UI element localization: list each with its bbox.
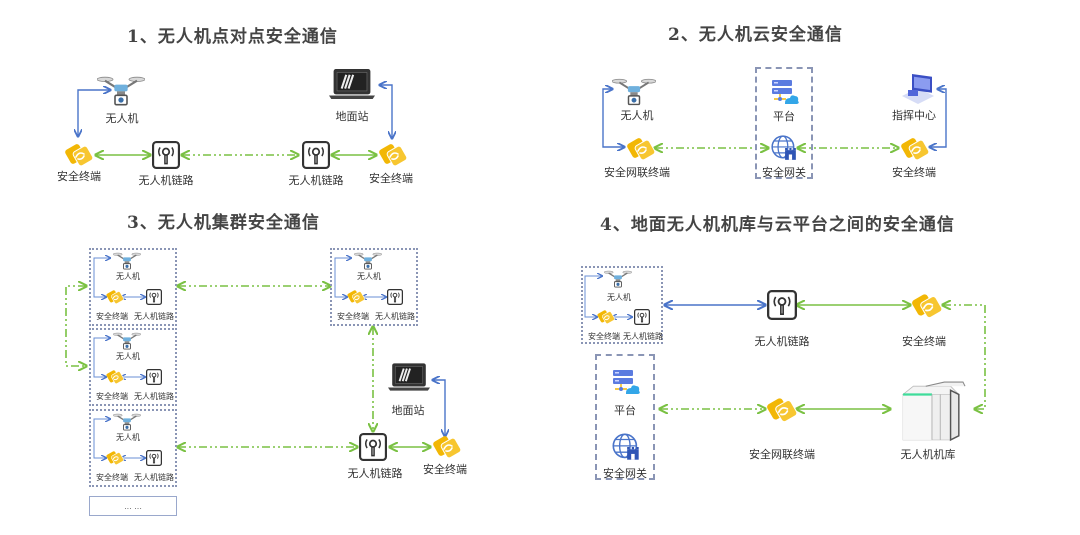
more-units-label: ... ... bbox=[124, 502, 142, 511]
terminal-label: 安全终端 bbox=[588, 332, 620, 341]
terminal-label: 安全终端 bbox=[423, 463, 467, 476]
unit-connectors bbox=[93, 252, 170, 312]
security-terminal-icon bbox=[626, 136, 656, 162]
drone-label: 无人机 bbox=[105, 112, 139, 125]
platform-server-icon bbox=[612, 369, 641, 395]
terminal-label: 安全终端 bbox=[96, 392, 128, 401]
drone-link-icon bbox=[152, 141, 180, 169]
terminal-label: 安全终端 bbox=[337, 312, 369, 321]
security-terminal-icon bbox=[597, 309, 615, 325]
terminal-label: 安全终端 bbox=[892, 166, 936, 179]
cloud-group-box bbox=[595, 354, 655, 480]
panel-title: 1、无人机点对点安全通信 bbox=[127, 27, 338, 47]
drone-link-icon bbox=[302, 141, 330, 169]
panel-title: 2、无人机云安全通信 bbox=[668, 25, 843, 45]
security-terminal-icon bbox=[766, 396, 798, 424]
p3-green-dash-left-loop bbox=[65, 286, 86, 366]
security-gateway-icon bbox=[612, 433, 640, 461]
p2-blue-arrow-right bbox=[930, 89, 947, 147]
drone-hangar-icon bbox=[901, 380, 967, 442]
p3-blue-arrow bbox=[433, 380, 445, 436]
link-label: 无人机链路 bbox=[754, 335, 810, 348]
security-gateway-icon bbox=[771, 135, 797, 161]
hangar-label: 无人机机库 bbox=[900, 448, 956, 461]
platform-label: 平台 bbox=[773, 110, 795, 123]
drone-icon bbox=[612, 78, 656, 106]
drone-label: 无人机 bbox=[116, 352, 140, 361]
network-terminal-label: 安全网联终端 bbox=[749, 448, 815, 461]
drone-label: 无人机 bbox=[116, 272, 140, 281]
laptop-icon bbox=[329, 68, 375, 100]
terminal-label: 安全终端 bbox=[96, 473, 128, 482]
security-terminal-icon bbox=[900, 136, 930, 162]
command-center-icon bbox=[902, 73, 934, 104]
gateway-label: 安全网关 bbox=[603, 467, 647, 480]
terminal-label: 安全终端 bbox=[96, 312, 128, 321]
security-terminal-icon bbox=[347, 289, 365, 305]
p1-blue-arrow-left bbox=[78, 90, 110, 136]
p2-blue-arrow-left bbox=[602, 89, 624, 147]
unit-connectors bbox=[93, 413, 170, 473]
link-label: 无人机链路 bbox=[134, 473, 174, 482]
link-label: 无人机链路 bbox=[623, 332, 663, 341]
security-terminal-icon bbox=[911, 292, 943, 320]
platform-label: 平台 bbox=[614, 404, 636, 417]
link-label: 无人机链路 bbox=[138, 174, 194, 187]
laptop-icon bbox=[388, 362, 430, 392]
security-terminal-icon bbox=[432, 434, 462, 460]
link-label: 无人机链路 bbox=[134, 392, 174, 401]
command-center-label: 指挥中心 bbox=[892, 109, 936, 122]
drone-label: 无人机 bbox=[620, 109, 654, 122]
p4-green-dash-right-loop bbox=[943, 305, 986, 409]
terminal-label: 安全终端 bbox=[902, 335, 946, 348]
cloud-group-box bbox=[755, 67, 813, 179]
ground-station-label: 地面站 bbox=[391, 404, 425, 417]
terminal-label: 安全终端 bbox=[57, 170, 101, 183]
drone-link-icon bbox=[387, 289, 403, 305]
link-label: 无人机链路 bbox=[375, 312, 415, 321]
drone-link-icon bbox=[146, 369, 162, 385]
panel-title: 4、地面无人机机库与云平台之间的安全通信 bbox=[600, 215, 955, 235]
ground-station-label: 地面站 bbox=[335, 110, 369, 123]
p1-blue-arrow-right bbox=[380, 85, 392, 138]
drone-link-icon bbox=[634, 309, 650, 325]
drone-link-icon bbox=[146, 289, 162, 305]
drone-label: 无人机 bbox=[357, 272, 381, 281]
drone-label: 无人机 bbox=[116, 433, 140, 442]
drone-icon bbox=[97, 76, 145, 106]
more-units-box bbox=[89, 496, 177, 516]
link-label: 无人机链路 bbox=[134, 312, 174, 321]
gateway-label: 安全网关 bbox=[762, 166, 806, 179]
drone-label: 无人机 bbox=[607, 293, 631, 302]
platform-server-icon bbox=[771, 79, 800, 105]
terminal-label: 安全终端 bbox=[369, 172, 413, 185]
panel-title: 3、无人机集群安全通信 bbox=[127, 213, 320, 233]
drone-link-icon bbox=[767, 290, 797, 320]
unit-connectors bbox=[334, 252, 411, 312]
security-terminal-icon bbox=[106, 369, 124, 385]
drone-link-icon bbox=[146, 450, 162, 466]
link-label: 无人机链路 bbox=[288, 174, 344, 187]
unit-connectors bbox=[93, 332, 170, 392]
link-label: 无人机链路 bbox=[347, 467, 403, 480]
security-terminal-icon bbox=[106, 450, 124, 466]
drone-link-icon bbox=[359, 433, 387, 461]
security-terminal-icon bbox=[378, 142, 408, 168]
network-terminal-label: 安全网联终端 bbox=[604, 166, 670, 179]
unit-connectors bbox=[584, 270, 662, 330]
security-terminal-icon bbox=[106, 289, 124, 305]
security-terminal-icon bbox=[64, 142, 94, 168]
